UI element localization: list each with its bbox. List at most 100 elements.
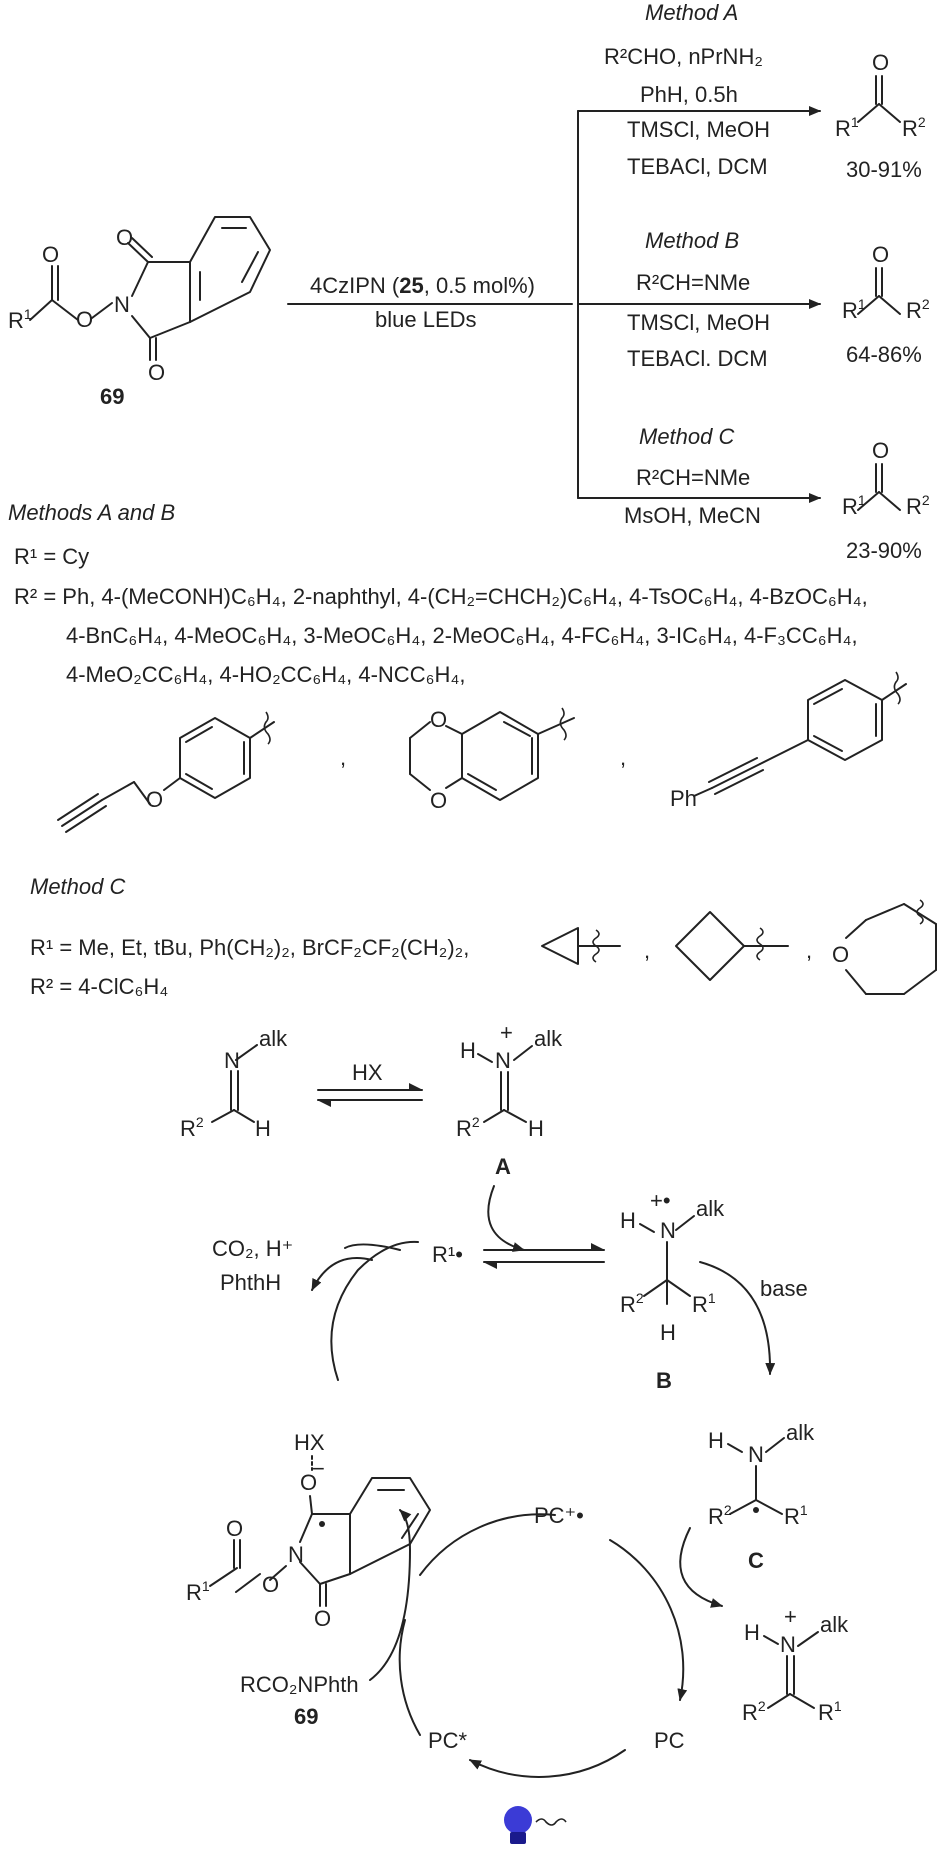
method-c-r2: R² = 4-ClC₆H₄: [30, 974, 168, 999]
svg-text:R1: R1: [835, 114, 859, 141]
o-label: O: [314, 1606, 331, 1631]
r1-label: R1: [784, 1502, 808, 1529]
svg-text:R1: R1: [842, 492, 866, 519]
intermediate-label-c: C: [748, 1548, 764, 1573]
r1-label: R1: [186, 1578, 210, 1605]
hx-complex-label: HX: [294, 1430, 325, 1455]
n-label: N: [288, 1542, 304, 1567]
separator-comma: ,: [620, 745, 626, 770]
method-c-reagent-1: R²CH=NMe: [636, 465, 750, 490]
minus-charge: −: [312, 1456, 325, 1481]
iminium-product-structure: [763, 1631, 819, 1709]
hx-reagent: HX: [352, 1060, 383, 1085]
reagent-rco2nphth: RCO₂NPhth: [240, 1672, 359, 1697]
r2-label: R2: [742, 1698, 766, 1725]
method-b-reagent-1: R²CH=NMe: [636, 270, 750, 295]
method-a-title: Method A: [645, 0, 738, 25]
methods-ab-r2-line2: 4-BnC₆H₄, 4-MeOC₆H₄, 3-MeOC₆H₄, 2-MeOC₆H…: [66, 623, 858, 648]
method-a-reagent-4: TEBACl, DCM: [627, 154, 768, 179]
catalyst-reagent: 4CzIPN (25, 0.5 mol%): [310, 273, 535, 298]
cyclopropyl-structure: [541, 927, 621, 965]
r1-label: R1: [8, 306, 32, 333]
n-label: N: [224, 1048, 240, 1073]
alkyl-radical: R¹•: [432, 1242, 463, 1267]
o-label: O: [146, 787, 163, 812]
methods-ab-title: Methods A and B: [8, 500, 175, 525]
plus-charge: +: [500, 1020, 513, 1045]
phthalimide-radical-anion-structure: [209, 1455, 431, 1607]
cycle-arc-left: [398, 1619, 421, 1736]
aminium-radical-b-structure: [639, 1215, 695, 1305]
h-label: H: [744, 1620, 760, 1645]
r2-label: R2: [180, 1114, 204, 1141]
alpha-amino-radical-c-structure: [727, 1437, 785, 1515]
imine-structure: [211, 1044, 258, 1123]
light-bulb-icon: [504, 1806, 567, 1844]
phenylethynylphenyl-structure: [693, 671, 907, 797]
h-label: H: [528, 1116, 544, 1141]
h-label: H: [255, 1116, 271, 1141]
svg-text:O: O: [872, 50, 889, 75]
propargyloxyphenyl-structure: [57, 711, 275, 833]
alk-label: alk: [696, 1196, 725, 1221]
n-label: N: [660, 1218, 676, 1243]
separator-comma: ,: [644, 938, 650, 963]
r2-label: R2: [620, 1290, 644, 1317]
n-label: N: [780, 1632, 796, 1657]
o-label: O: [42, 242, 59, 267]
method-a-yield: 30-91%: [846, 157, 922, 182]
intermediate-label-b: B: [656, 1368, 672, 1393]
o-label: O: [226, 1516, 243, 1541]
r1-label: R1: [692, 1290, 716, 1317]
ketone-product-c: O R1 R2: [842, 438, 930, 519]
h-label: H: [708, 1428, 724, 1453]
ketone-product-b: O R1 R2: [842, 242, 930, 323]
light-source-label: blue LEDs: [375, 307, 477, 332]
pc-radical-cation: PC⁺•: [534, 1503, 584, 1528]
methods-ab-r2-line3: 4-MeO₂CC₆H₄, 4-HO₂CC₆H₄, 4-NCC₆H₄,: [66, 662, 465, 687]
iminium-a-structure: [477, 1045, 533, 1123]
cyclobutyl-structure: [675, 911, 789, 981]
alk-label: alk: [534, 1026, 563, 1051]
svg-text:O: O: [872, 438, 889, 463]
r1-label: R1: [818, 1698, 842, 1725]
method-c-r1: R¹ = Me, Et, tBu, Ph(CH₂)₂, BrCF₂CF₂(CH₂…: [30, 935, 469, 960]
method-b-reagent-2: TMSCl, MeOH: [627, 310, 770, 335]
o-label: O: [76, 307, 93, 332]
cycle-arc-bottom: [469, 1749, 626, 1778]
svg-text:R2: R2: [902, 114, 926, 141]
base-label: base: [760, 1276, 808, 1301]
h-label: H: [620, 1208, 636, 1233]
alk-label: alk: [786, 1420, 815, 1445]
svg-text:R2: R2: [906, 492, 930, 519]
r2-label: R2: [708, 1502, 732, 1529]
svg-text:R1: R1: [842, 296, 866, 323]
cycle-arc-top-left: [419, 1513, 556, 1576]
byproducts-co2: CO₂, H⁺: [212, 1236, 293, 1261]
radical-cation-mark: +•: [650, 1188, 671, 1213]
separator-comma: ,: [340, 745, 346, 770]
h-label: H: [460, 1038, 476, 1063]
plus-charge: +: [784, 1604, 797, 1629]
methods-ab-r2-line1: R² = Ph, 4-(MeCONH)C₆H₄, 2-naphthyl, 4-(…: [14, 584, 868, 609]
method-b-title: Method B: [645, 228, 739, 253]
intermediate-label-a: A: [495, 1154, 511, 1179]
cycle-arc-right: [609, 1539, 688, 1701]
reagent-label-69: 69: [294, 1704, 318, 1729]
svg-text:R2: R2: [906, 296, 930, 323]
n-label: N: [748, 1442, 764, 1467]
svg-text:O: O: [872, 242, 889, 267]
pc-excited: PC*: [428, 1728, 468, 1753]
method-a-reagent-2: PhH, 0.5h: [640, 82, 738, 107]
o-label: O: [430, 788, 447, 813]
r2-label: R2: [456, 1114, 480, 1141]
compound-69-structure: [29, 216, 271, 361]
h-label: H: [660, 1320, 676, 1345]
o-label: O: [148, 360, 165, 385]
method-a-reagent-3: TMSCl, MeOH: [627, 117, 770, 142]
byproduct-phthh: PhthH: [220, 1270, 281, 1295]
method-b-reagent-3: TEBACl. DCM: [627, 346, 768, 371]
o-label: O: [430, 707, 447, 732]
method-c-yield: 23-90%: [846, 538, 922, 563]
